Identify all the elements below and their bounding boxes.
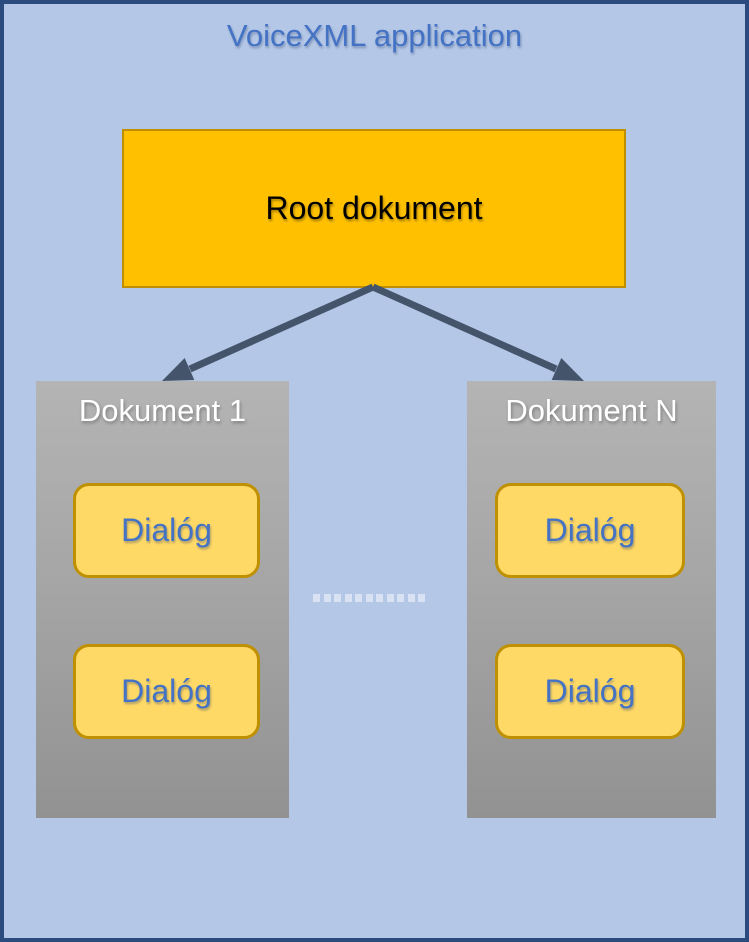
document-box-n: Dokument N Dialóg Dialóg [467, 381, 716, 818]
dots-separator [313, 594, 425, 602]
arrow-right [371, 283, 584, 381]
separator-dot [365, 594, 373, 602]
dialog-label: Dialóg [544, 673, 636, 709]
separator-dot [355, 594, 362, 602]
separator-dot [397, 594, 404, 602]
dialog-box: Dialóg [73, 483, 260, 578]
dialog-label: Dialóg [544, 512, 636, 548]
separator-dot [323, 594, 331, 602]
arrow-left [162, 283, 375, 381]
dialog-label: Dialóg [121, 512, 212, 548]
root-document-label: Root dokument [265, 190, 483, 226]
root-document-box: Root dokument [122, 129, 626, 288]
separator-dot [313, 594, 320, 602]
document-n-title: Dokument N [505, 393, 678, 428]
document-1-title: Dokument 1 [78, 393, 247, 428]
dialog-box: Dialóg [495, 483, 685, 578]
dialog-label: Dialóg [121, 673, 212, 709]
separator-dot [386, 594, 394, 602]
separator-dot [344, 594, 352, 602]
separator-dot [407, 594, 415, 602]
separator-dot [376, 594, 383, 602]
document-box-1: Dokument 1 Dialóg Dialóg [36, 381, 289, 818]
separator-dot [418, 594, 425, 602]
dialog-box: Dialóg [73, 644, 260, 739]
dialog-box: Dialóg [495, 644, 685, 739]
diagram-canvas: VoiceXML application Root dokument Dokum… [4, 4, 745, 938]
separator-dot [334, 594, 341, 602]
diagram-title: VoiceXML application [226, 18, 523, 53]
